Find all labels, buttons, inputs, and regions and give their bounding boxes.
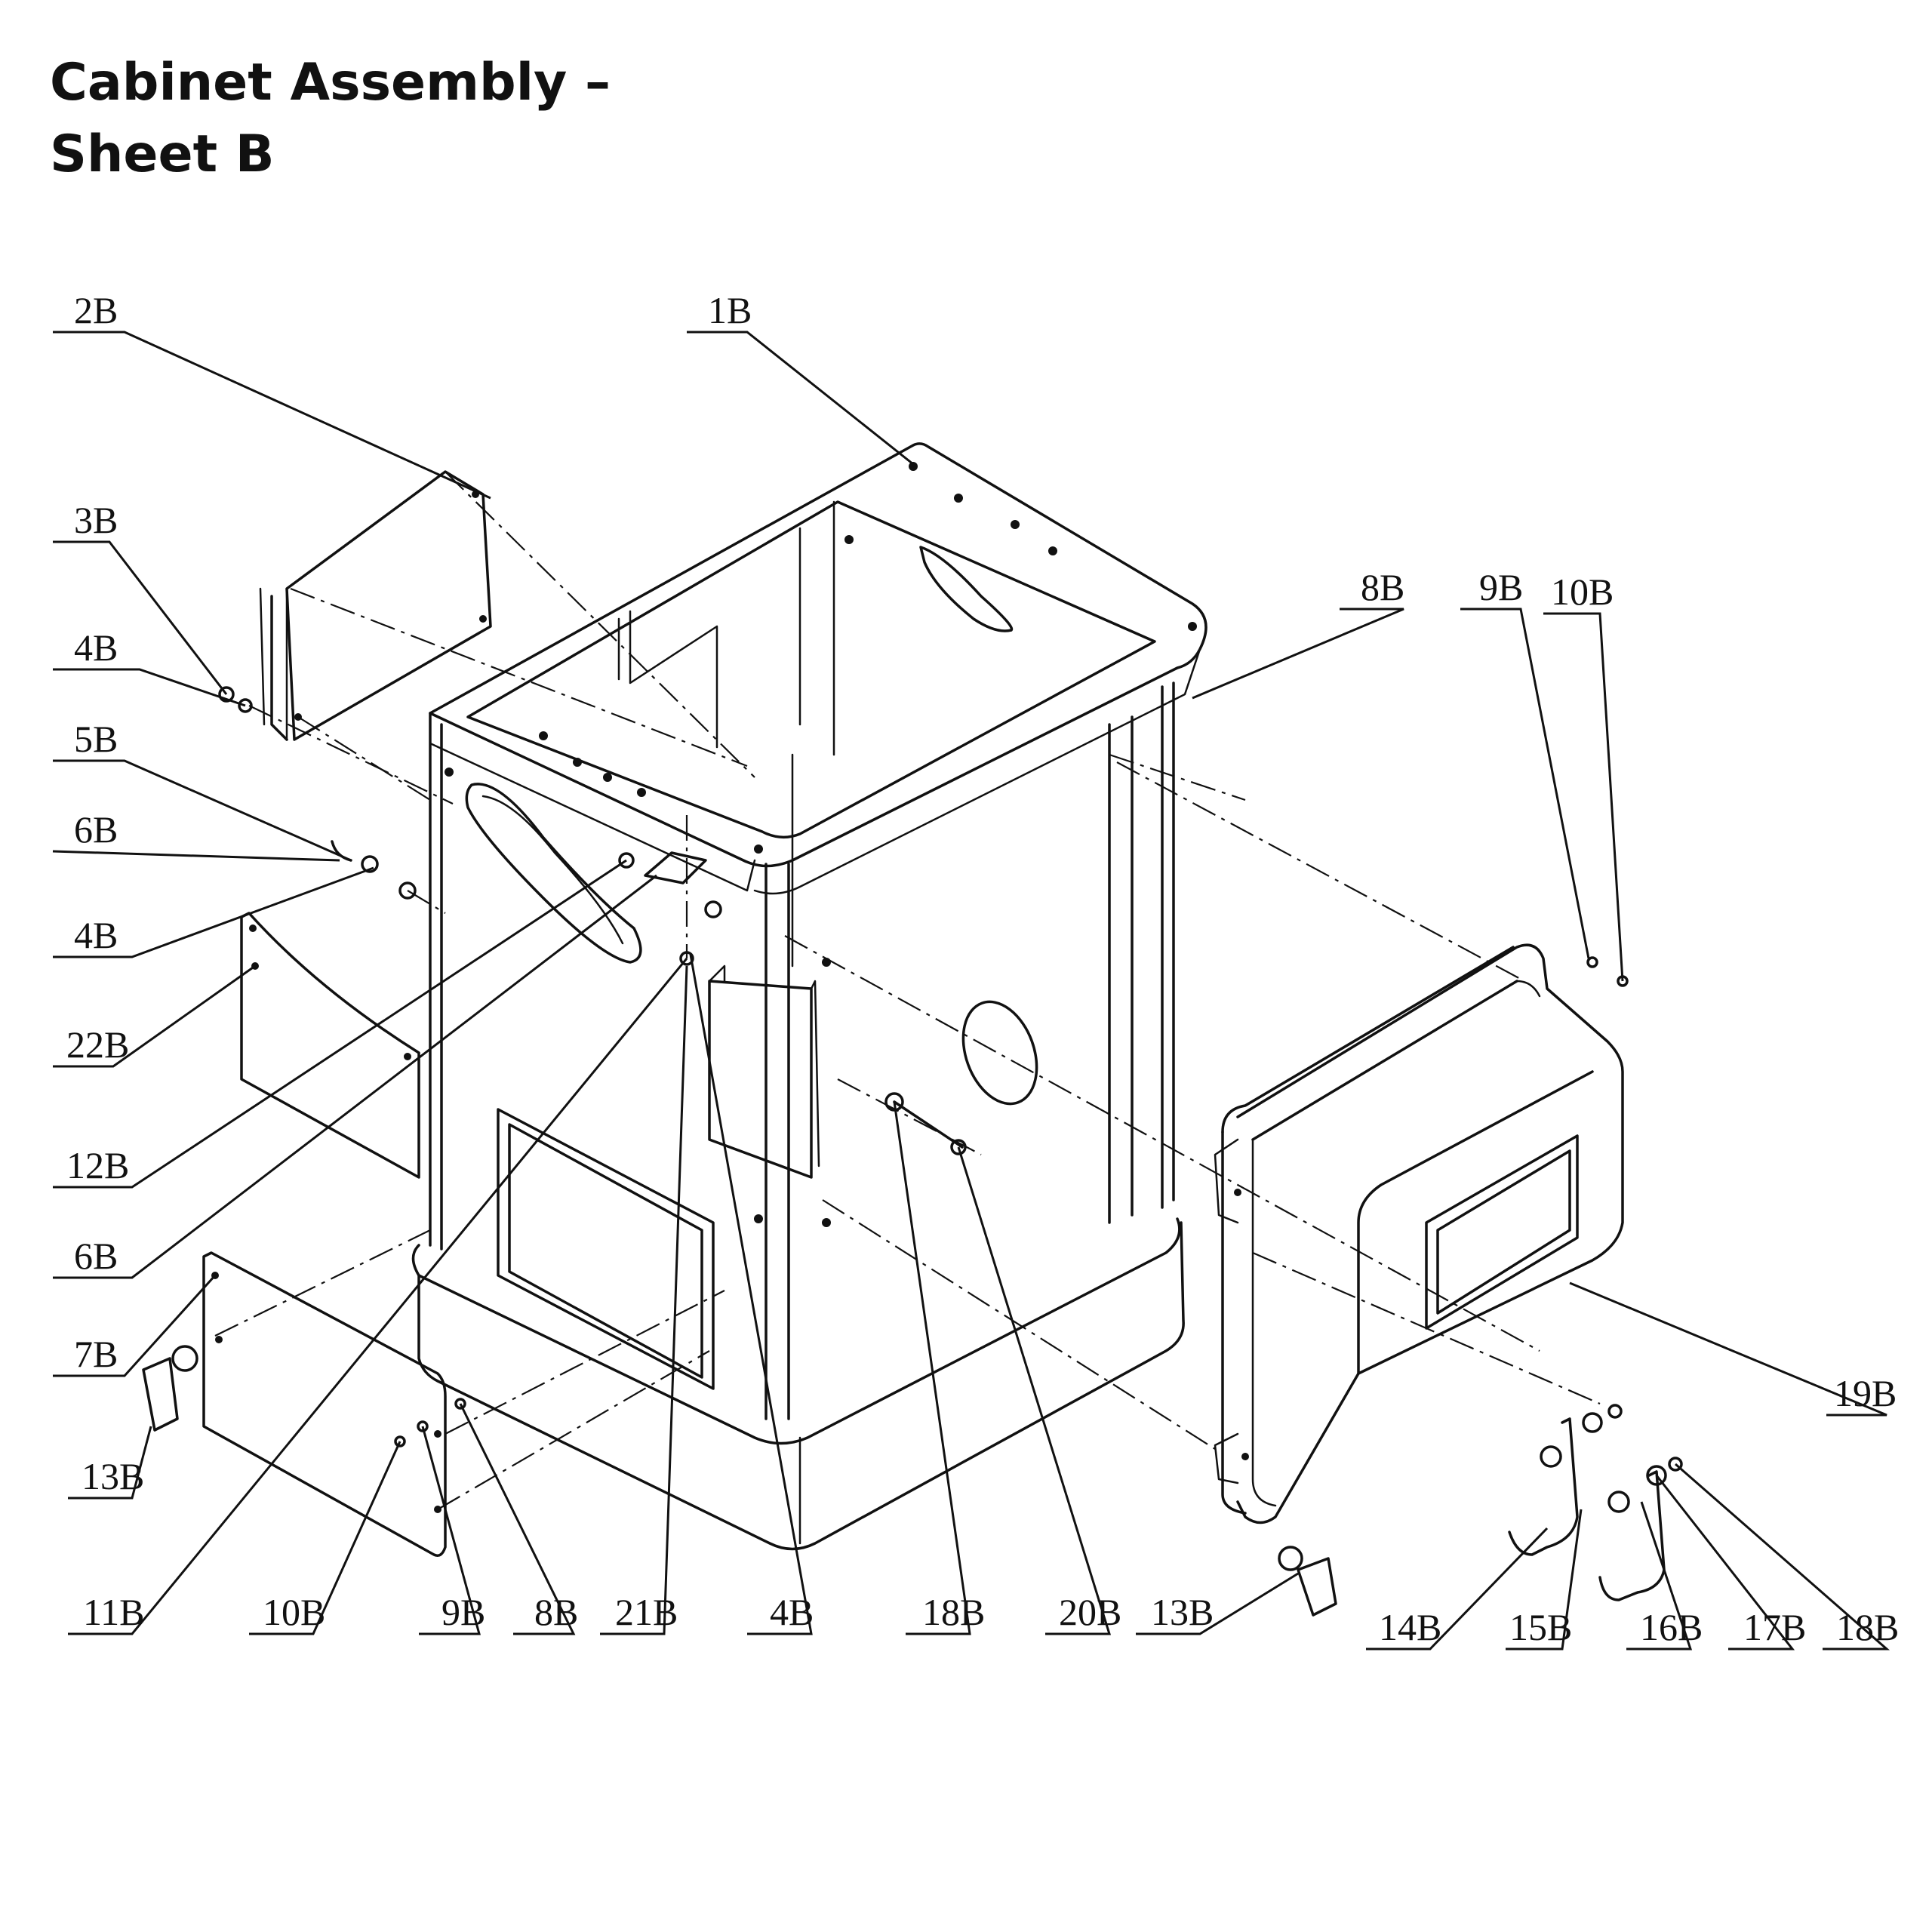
callout-5B: 5B [74,718,118,760]
side-cover-22B [240,912,420,1179]
latch-13B-right [1278,1546,1337,1617]
fasteners [218,686,1683,1513]
callout-16B: 16B [1640,1606,1703,1648]
callout-10B-upper: 10B [1551,571,1614,613]
callout-15B: 15B [1509,1606,1572,1648]
callout-21B: 21B [615,1591,678,1633]
callout-7B: 7B [74,1333,118,1375]
callout-19B: 19B [1834,1372,1897,1414]
callout-12B: 12B [66,1144,129,1186]
callout-6B-upper: 6B [74,808,118,851]
callout-18B-right: 18B [1836,1606,1899,1648]
callout-4B-lower: 4B [770,1591,814,1633]
callout-9B-upper: 9B [1479,566,1523,608]
callout-13B-right: 13B [1151,1591,1214,1633]
hooks-14B-16B [1508,1417,1666,1601]
callout-14B: 14B [1379,1606,1441,1648]
latch-13B-left [142,1345,198,1432]
callout-8B-upper: 8B [1361,566,1404,608]
motor-cover-19B [1214,943,1624,1524]
title-line-1: Cabinet Assembly – [50,53,611,112]
callout-6B-lower: 6B [74,1235,118,1277]
rear-panel-2B [259,470,492,741]
callout-17B: 17B [1743,1606,1806,1648]
title-line-2: Sheet B [50,125,275,184]
callout-10B-lower: 10B [263,1591,325,1633]
callout-labels: 2B 1B 3B 4B 5B 6B 4B 22B 12B 6B 7B 13B 8… [66,289,1899,1648]
callout-13B-left: 13B [82,1455,144,1497]
callout-2B: 2B [74,289,118,331]
callout-11B: 11B [83,1591,145,1633]
assembly-center-lines [214,471,1601,1510]
callout-8B-lower: 8B [534,1591,578,1633]
callout-3B: 3B [74,499,118,541]
callout-18B-lower: 18B [922,1591,985,1633]
callout-22B: 22B [66,1023,129,1066]
leader-lines [52,331,1890,1651]
callout-1B: 1B [708,289,752,331]
callout-4B-upper: 4B [74,626,118,669]
callout-9B-lower: 9B [441,1591,485,1633]
callout-4B-middle: 4B [74,914,118,956]
page-title: Cabinet Assembly – Sheet B [50,47,880,190]
cabinet-body [411,442,1208,1551]
callout-20B: 20B [1059,1591,1121,1633]
cabinet-holes [445,462,1197,1227]
